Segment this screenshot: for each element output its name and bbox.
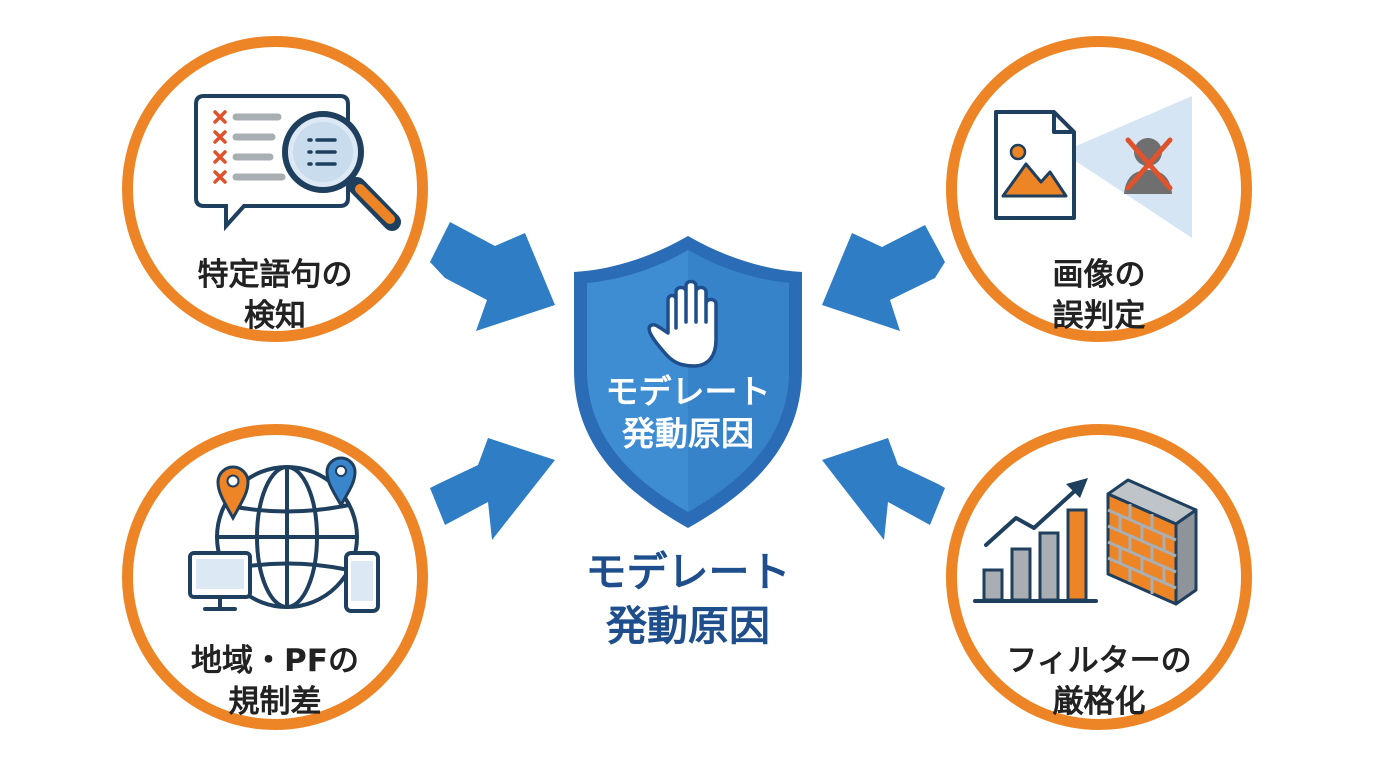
factor-label: 地域・PFの 規制差 xyxy=(153,641,397,723)
factor-label-line1: フィルターの xyxy=(1006,643,1192,679)
factor-label-line2: 誤判定 xyxy=(1052,298,1146,334)
globe-devices-icon xyxy=(188,456,380,613)
factor-label-line2: 厳格化 xyxy=(1052,684,1146,720)
factor-keyword-detection: 特定語句の 検知 xyxy=(122,36,428,342)
factor-filter-tightening: フィルターの 厳格化 xyxy=(946,424,1252,730)
factor-image-misjudgment: 画像の 誤判定 xyxy=(946,36,1252,342)
center-caption: モデレート 発動原因 xyxy=(540,545,836,653)
central-shield xyxy=(574,236,802,528)
factor-label: 特定語句の 検知 xyxy=(153,255,397,337)
magnifier-checklist-icon xyxy=(194,94,401,232)
arrow-top-left xyxy=(430,222,555,331)
factor-label-line2: 規制差 xyxy=(228,684,322,720)
shield-title-line2: 発動原因 xyxy=(622,414,754,453)
factor-label-line2: 検知 xyxy=(244,298,306,334)
image-misjudgment-icon xyxy=(994,96,1192,238)
factor-label-line1: 特定語句の xyxy=(197,257,353,293)
arrow-top-right xyxy=(822,225,945,331)
chart-firewall-icon xyxy=(973,478,1198,606)
factor-region-platform: 地域・PFの 規制差 xyxy=(122,424,428,730)
raised-hand-icon xyxy=(647,279,718,368)
shield-title: モデレート 発動原因 xyxy=(560,371,816,455)
factor-label-line1: 地域・PFの xyxy=(191,643,359,679)
factor-label: フィルターの 厳格化 xyxy=(977,641,1221,723)
factor-label: 画像の 誤判定 xyxy=(977,255,1221,337)
factor-label-line1: 画像の xyxy=(1052,257,1146,293)
center-caption-line1: モデレート xyxy=(585,548,791,596)
center-caption-line2: 発動原因 xyxy=(606,602,770,650)
shield-title-line1: モデレート xyxy=(605,372,771,411)
arrow-bottom-left xyxy=(430,438,555,540)
arrow-bottom-right xyxy=(822,438,945,540)
